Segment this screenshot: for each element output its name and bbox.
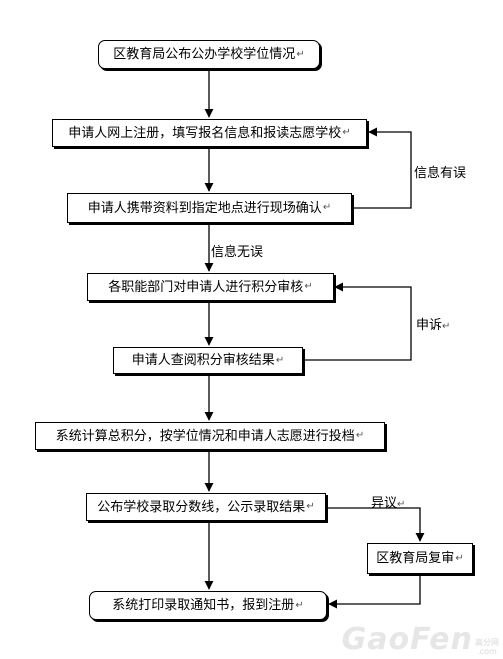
arrow-info-error-loop xyxy=(353,127,412,209)
paragraph-mark: ↵ xyxy=(295,599,304,611)
label-appeal: 申诉↵ xyxy=(416,314,450,333)
step-announce: 公布学校录取分数线，公示录取结果↵ xyxy=(86,493,326,521)
step-print-notice: 系统打印录取通知书，报到注册↵ xyxy=(89,591,327,620)
step-recheck-text: 区教育局复审 xyxy=(376,551,455,566)
paragraph-mark: ↵ xyxy=(322,202,332,213)
paragraph-mark: ↵ xyxy=(397,499,406,510)
step-online-register: 申请人网上注册，填写报名信息和报读志愿学校↵ xyxy=(52,119,367,147)
paragraph-mark: ↵ xyxy=(304,281,313,292)
watermark-small: 高分网 .com xyxy=(475,639,499,657)
step-print-notice-text: 系统打印录取通知书，报到注册 xyxy=(112,598,295,613)
step-check-result: 申请人查阅积分审核结果↵ xyxy=(113,347,303,374)
arrow-appeal-loop xyxy=(304,282,412,361)
watermark-small-top: 高分网 xyxy=(475,638,499,648)
label-appeal-text: 申诉 xyxy=(416,318,443,333)
paragraph-mark: ↵ xyxy=(342,127,351,138)
step-points-review-text: 各职能部门对申请人进行积分审核 xyxy=(108,279,304,295)
watermark-logo: GaoFen 高分网 .com xyxy=(342,622,499,657)
step-onsite-confirm: 申请人携带资料到指定地点进行现场确认↵ xyxy=(67,193,352,223)
step-online-register-text: 申请人网上注册，填写报名信息和报读志愿学校 xyxy=(68,125,342,141)
label-objection: 异议↵ xyxy=(371,492,405,511)
step-announce-text: 公布学校录取分数线，公示录取结果 xyxy=(97,499,306,515)
step-compute-points: 系统计算总积分，按学位情况和申请人志愿进行投档↵ xyxy=(35,422,385,450)
watermark-logo-text: GaoFen xyxy=(341,622,473,657)
arrow-recheck-to-print xyxy=(328,575,421,609)
label-info-ok: 信息无误 xyxy=(211,245,264,260)
paragraph-mark: ↵ xyxy=(355,430,365,441)
step-compute-points-text: 系统计算总积分，按学位情况和申请人志愿进行投档 xyxy=(55,428,355,444)
step-publish-info-text: 区教育局公布公办学校学位情况 xyxy=(113,47,296,62)
watermark-small-bottom: .com xyxy=(477,647,497,657)
arrow-objection-branch xyxy=(327,507,425,542)
paragraph-mark: ↵ xyxy=(442,321,451,332)
label-objection-text: 异议 xyxy=(371,496,398,511)
paragraph-mark: ↵ xyxy=(296,48,305,60)
label-info-error: 信息有误 xyxy=(414,166,467,181)
step-points-review: 各职能部门对申请人进行积分审核↵ xyxy=(87,273,334,301)
paragraph-mark: ↵ xyxy=(455,552,464,564)
step-check-result-text: 申请人查阅积分审核结果 xyxy=(131,353,275,368)
paragraph-mark: ↵ xyxy=(306,501,315,512)
step-onsite-confirm-text: 申请人携带资料到指定地点进行现场确认 xyxy=(87,200,322,216)
step-publish-info: 区教育局公布公办学校学位情况↵ xyxy=(98,40,320,69)
paragraph-mark: ↵ xyxy=(275,354,285,366)
step-recheck: 区教育局复审↵ xyxy=(367,543,473,574)
